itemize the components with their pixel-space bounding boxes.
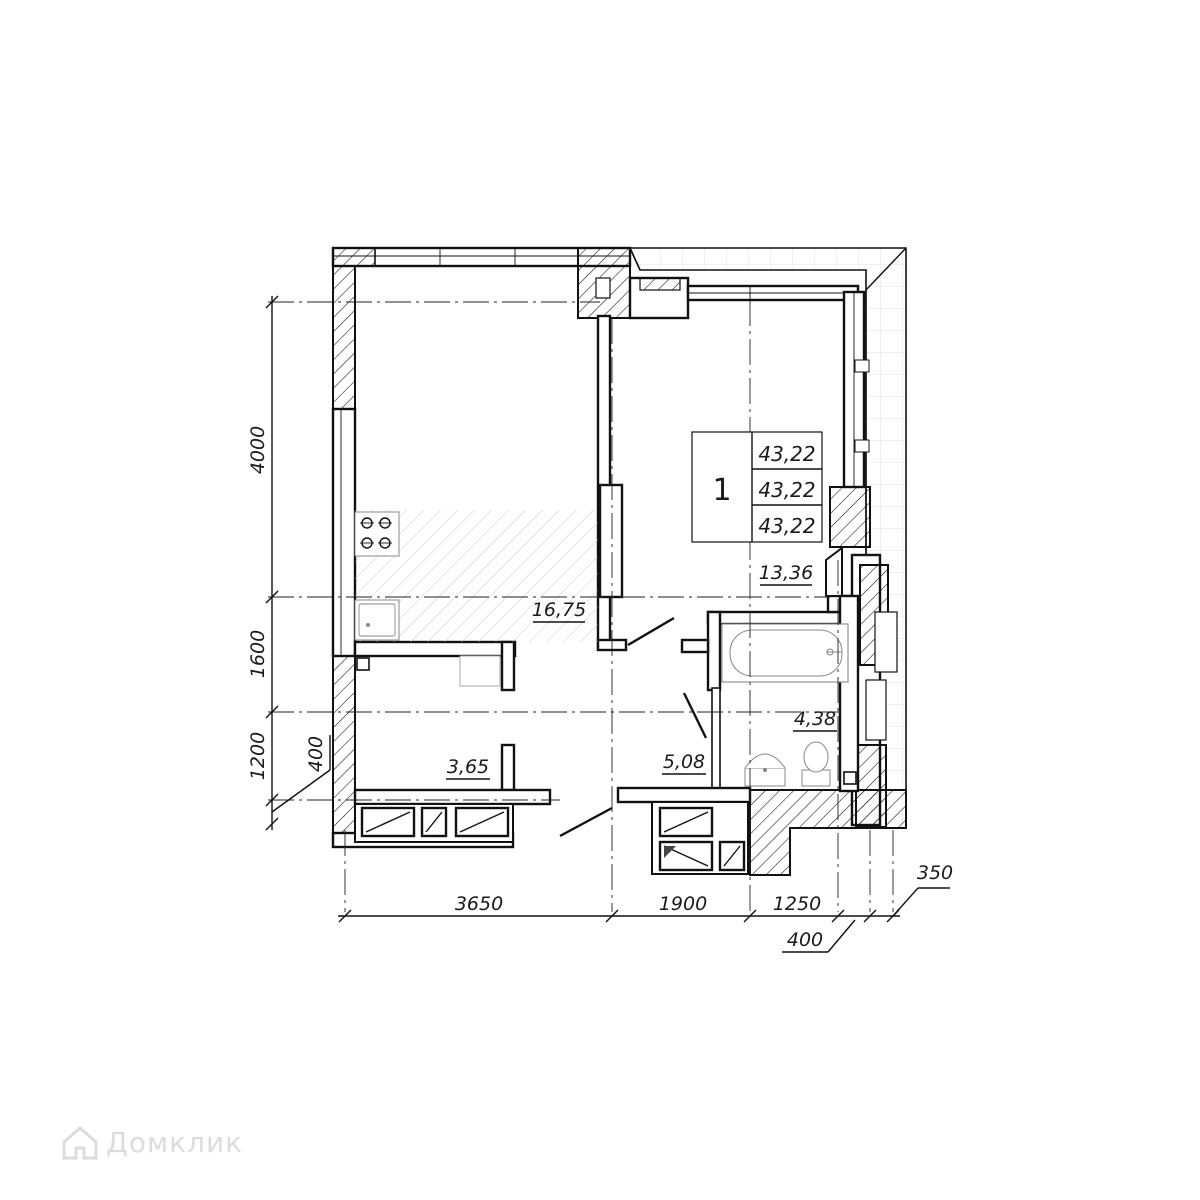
watermark: Домклик [60,1122,243,1162]
kitchen-living-area: 16,75 [532,599,586,621]
exterior-walls [331,246,907,876]
dimension-labels: 3650 1900 1250 350 400 4000 1600 1200 40… [247,426,953,951]
dim-bottom-350: 350 [917,862,953,884]
dim-bottom-400: 400 [787,929,823,951]
dim-bottom-1250: 1250 [773,893,821,915]
stove-icon [354,511,400,557]
toilet-icon [801,741,857,787]
bedroom-area: 13,36 [759,562,813,584]
dim-left-4000: 4000 [247,426,269,474]
area-total: 43,22 [758,442,815,466]
dim-left-400: 400 [305,736,327,772]
kitchen-sink-icon [354,599,400,641]
house-icon [62,1126,98,1160]
dim-bottom-1900: 1900 [659,893,707,915]
hall-area: 5,08 [663,751,705,773]
bathroom-area: 4,38 [794,708,836,730]
room-labels: 16,75 13,36 4,38 5,08 3,65 [446,562,837,780]
apartment-number: 1 [712,473,731,508]
area-summary-table: 1 43,22 43,22 43,22 [691,431,823,543]
washbasin-icon [744,753,786,787]
dim-bottom-3650: 3650 [455,893,503,915]
watermark-text: Домклик [106,1125,244,1159]
dim-left-1200: 1200 [247,732,269,780]
doors [559,616,708,838]
dim-left-1600: 1600 [247,630,269,678]
bathtub-icon [721,623,849,683]
storage-area: 3,65 [447,756,489,778]
area-reduced: 43,22 [758,514,815,538]
ventilation-shafts [354,801,749,875]
storage-shelf-icon [356,655,501,687]
dimension-lines [265,295,950,953]
area-living: 43,22 [758,478,815,502]
grid-axes [268,300,894,912]
